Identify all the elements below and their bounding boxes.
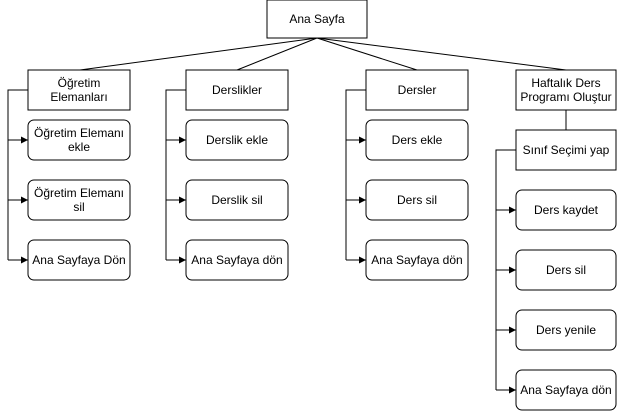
connector-line <box>7 89 28 260</box>
branch-3-child-2-box <box>365 179 469 221</box>
branch-2-child-2: Derslik sil <box>185 179 289 221</box>
branch-2-node-box <box>185 69 289 111</box>
program-child-4-label: Ana Sayfaya dön <box>520 383 611 397</box>
root-node-ana-sayfa-label: Ana Sayfa <box>289 12 345 26</box>
branch-3-node-box <box>365 69 469 111</box>
branch-1-child-3: Ana Sayfaya Dön <box>27 239 131 281</box>
branch-4-node-label: Haftalık Ders <box>531 76 600 90</box>
program-child-3-box <box>515 309 617 351</box>
root-node-ana-sayfa-box <box>266 0 368 39</box>
program-child-1: Ders kaydet <box>515 189 617 231</box>
program-child-3: Ders yenile <box>515 309 617 351</box>
branch-2-child-1: Derslik ekle <box>185 119 289 161</box>
branch-2-child-2-box <box>185 179 289 221</box>
branch-1-child-2-label: sil <box>73 200 84 214</box>
branch-1-child-1-label: ekle <box>68 140 90 154</box>
branch-2-child-3-label: Ana Sayfaya dön <box>191 253 282 267</box>
connector-line <box>495 149 516 390</box>
program-child-2-label: Ders sil <box>546 263 586 277</box>
branch-3-child-3-box <box>365 239 469 281</box>
branch-1-child-3-box <box>27 239 131 281</box>
branch-2-child-1-box <box>185 119 289 161</box>
branch-2-node-label: Derslikler <box>212 83 262 97</box>
branch-1-child-2-box <box>27 179 131 221</box>
connector-line <box>316 37 418 71</box>
branch-2-child-3-box <box>185 239 289 281</box>
branch-1-node-label: Elemanları <box>50 90 107 104</box>
branch-1-child-2-label: Öğretim Elemanı <box>34 186 124 200</box>
connector-line <box>165 89 186 260</box>
branch-3-child-1-box <box>365 119 469 161</box>
branch-1-child-1-box <box>27 119 131 161</box>
branch-1-child-1-label: Öğretim Elemanı <box>34 126 124 140</box>
connector-line <box>79 37 318 71</box>
connector-lines <box>7 37 567 394</box>
connector-line <box>236 37 318 71</box>
sinif-secimi-node-box <box>515 129 617 171</box>
program-child-2-box <box>515 249 617 291</box>
program-child-4: Ana Sayfaya dön <box>515 369 617 411</box>
branch-3-child-2: Ders sil <box>365 179 469 221</box>
program-child-2: Ders sil <box>515 249 617 291</box>
branch-3-child-3: Ana Sayfaya dön <box>365 239 469 281</box>
branch-3-child-3-label: Ana Sayfaya dön <box>371 253 462 267</box>
branch-3-child-1-label: Ders ekle <box>392 133 443 147</box>
program-child-4-box <box>515 369 617 411</box>
branch-2-child-2-label: Derslik sil <box>211 193 262 207</box>
connector-line <box>345 89 366 260</box>
program-child-3-label: Ders yenile <box>536 323 596 337</box>
sinif-secimi-node-label: Sınıf Seçimi yap <box>523 143 610 157</box>
branch-4-node-label: Programı Oluştur <box>520 90 611 104</box>
program-child-1-box <box>515 189 617 231</box>
root-node-ana-sayfa: Ana Sayfa <box>266 0 368 39</box>
branch-2-child-3: Ana Sayfaya dön <box>185 239 289 281</box>
branch-4-node-box <box>515 69 617 111</box>
branch-2-node: Derslikler <box>185 69 289 111</box>
branch-1-node-label: Öğretim <box>58 76 101 90</box>
branch-1-node-box <box>27 69 131 111</box>
branch-1-child-3-label: Ana Sayfaya Dön <box>32 253 125 267</box>
branch-3-child-2-label: Ders sil <box>397 193 437 207</box>
branch-2-child-1-label: Derslik ekle <box>206 133 268 147</box>
branch-3-child-1: Ders ekle <box>365 119 469 161</box>
sinif-secimi-node: Sınıf Seçimi yap <box>515 129 617 171</box>
branch-3-node: Dersler <box>365 69 469 111</box>
branch-3-node-label: Dersler <box>398 83 437 97</box>
connector-line <box>316 37 567 71</box>
program-child-1-label: Ders kaydet <box>534 203 599 217</box>
